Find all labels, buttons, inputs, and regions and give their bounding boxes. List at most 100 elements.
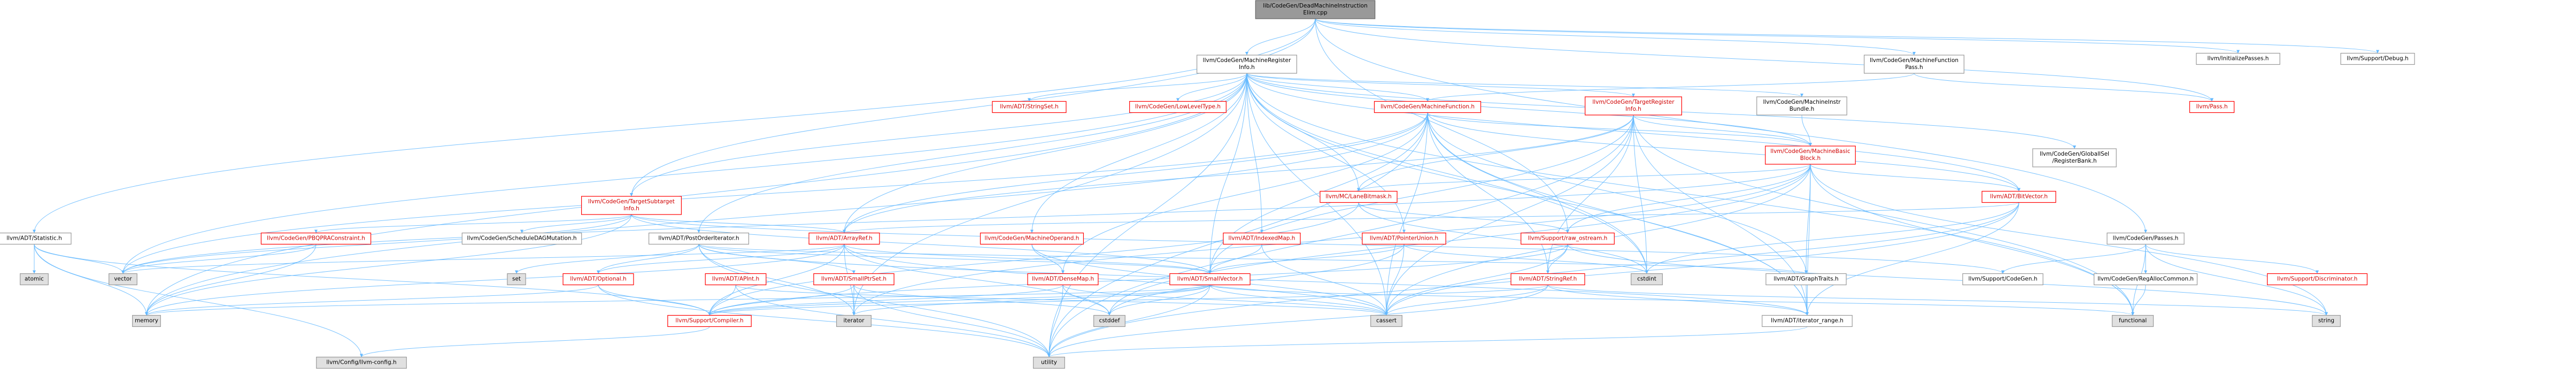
node-compiler[interactable]: llvm/Support/Compiler.h (667, 315, 752, 327)
node-llvmconfig[interactable]: llvm/Config/llvm-config.h (316, 356, 407, 369)
node-postorder[interactable]: llvm/ADT/PostOrderIterator.h (648, 232, 749, 245)
edge-tri-to-arrayref (844, 114, 1634, 233)
edge-postorder-to-optional (598, 244, 699, 274)
node-root[interactable]: lib/CodeGen/DeadMachineInstructionElim.c… (1255, 0, 1376, 19)
node-lowlevel[interactable]: llvm/CodeGen/LowLevelType.h (1129, 101, 1227, 113)
node-mo[interactable]: llvm/CodeGen/MachineOperand.h (980, 232, 1084, 245)
edge-arrowhead (520, 229, 523, 233)
edge-mib-to-mbb (1801, 114, 1811, 147)
node-label: Block.h (1800, 155, 1821, 162)
edge-arrowhead (1912, 52, 1916, 55)
node-smallptrset[interactable]: llvm/ADT/SmallPtrSet.h (813, 273, 894, 286)
node-statistic[interactable]: llvm/ADT/Statistic.h (0, 232, 72, 245)
node-arrayref[interactable]: llvm/ADT/ArrayRef.h (808, 232, 880, 245)
node-box (667, 315, 752, 327)
edge-mf-to-stringref (1427, 112, 1548, 274)
edge-root-to-tsi (631, 18, 1316, 197)
node-debug[interactable]: llvm/Support/Debug.h (2340, 52, 2415, 65)
node-cstddef[interactable]: cstddef (1093, 315, 1125, 327)
node-smallvector[interactable]: llvm/ADT/SmallVector.h (1169, 273, 1251, 286)
node-label: cstddef (1099, 318, 1120, 324)
node-atomic[interactable]: atomic (20, 273, 49, 286)
node-iterator[interactable]: iterator (836, 315, 871, 327)
node-label: memory (135, 318, 158, 324)
node-box (581, 196, 682, 215)
edge-arrowhead (314, 229, 318, 233)
node-set[interactable]: set (507, 273, 526, 286)
node-discriminator[interactable]: llvm/Support/Discriminator.h (2267, 273, 2368, 286)
node-box (109, 273, 137, 286)
node-box (2093, 273, 2198, 286)
node-bitvector[interactable]: llvm/ADT/BitVector.h (1981, 190, 2056, 203)
node-label: llvm/Config/llvm-config.h (326, 359, 396, 366)
node-label: llvm/Support/Discriminator.h (2277, 276, 2357, 282)
node-cgpasses[interactable]: llvm/CodeGen/Passes.h (2107, 232, 2185, 245)
edge-arrowhead (1804, 270, 1808, 274)
node-pointerunion[interactable]: llvm/ADT/PointerUnion.h (1362, 232, 1446, 245)
node-memory[interactable]: memory (132, 315, 161, 327)
node-iterrange[interactable]: llvm/ADT/iterator_range.h (1762, 315, 1853, 327)
node-utility[interactable]: utility (1033, 356, 1065, 369)
node-initp[interactable]: llvm/InitializePasses.h (2196, 52, 2280, 65)
node-stringset[interactable]: llvm/ADT/StringSet.h (992, 101, 1067, 113)
node-label: vector (114, 276, 132, 282)
node-label: llvm/CodeGen/Passes.h (2113, 235, 2179, 242)
node-vector[interactable]: vector (109, 273, 137, 286)
node-functional[interactable]: functional (2111, 315, 2154, 327)
node-box (316, 356, 407, 369)
edge-arrowhead (1047, 354, 1051, 357)
node-stringref[interactable]: llvm/ADT/StringRef.h (1510, 273, 1585, 286)
node-box (1762, 315, 1853, 327)
edge-cgpasses-to-discriminator (2145, 244, 2318, 274)
node-apint[interactable]: llvm/ADT/APInt.h (705, 273, 767, 286)
node-label: llvm/ADT/SmallPtrSet.h (821, 276, 886, 282)
node-regalloc[interactable]: llvm/CodeGen/RegAllocCommon.h (2093, 273, 2198, 286)
edge-root-to-rawostream (1315, 18, 1568, 233)
node-densemap[interactable]: llvm/ADT/DenseMap.h (1027, 273, 1099, 286)
edge-smallvector-to-memory (146, 285, 1210, 316)
node-cassert[interactable]: cassert (1370, 315, 1402, 327)
node-lanebitmask[interactable]: llvm/MC/LaneBitmask.h (1320, 190, 1398, 203)
node-label: Info.h (1239, 64, 1255, 71)
edge-mri-to-functional (1246, 73, 2133, 316)
node-sdag[interactable]: llvm/CodeGen/ScheduleDAGMutation.h (461, 232, 582, 245)
edge-mri-to-indexedmap (1246, 73, 1262, 233)
edge-tri-to-utility (1048, 114, 1634, 357)
edge-mbb-to-cstddef (1109, 164, 1811, 316)
node-rawostream[interactable]: llvm/Support/raw_ostream.h (1521, 232, 1615, 245)
edge-tsi-to-memory (146, 214, 632, 316)
node-label: llvm/Support/Debug.h (2347, 56, 2408, 62)
edge-optional-to-compiler (598, 285, 710, 316)
node-indexedmap[interactable]: llvm/ADT/IndexedMap.h (1223, 232, 1301, 245)
node-optional[interactable]: llvm/ADT/Optional.h (562, 273, 634, 286)
edge-stringref-to-compiler (709, 285, 1548, 316)
node-string[interactable]: string (2312, 315, 2341, 327)
node-pbqp[interactable]: llvm/CodeGen/PBQPRAConstraint.h (260, 232, 372, 245)
edge-smallvector-to-cassert (1209, 285, 1387, 316)
edge-arrowhead (1402, 229, 1406, 233)
edge-arrowhead (1245, 52, 1248, 55)
node-box (1320, 190, 1398, 203)
edge-root-to-mri (1246, 18, 1316, 56)
node-label: utility (1041, 359, 1057, 366)
edge-arrowhead (33, 229, 36, 233)
node-box (1521, 232, 1615, 245)
nodes-layer: lib/CodeGen/DeadMachineInstructionElim.c… (0, 0, 2415, 369)
node-globalisel[interactable]: llvm/CodeGen/GlobalISel/RegisterBank.h (2032, 148, 2117, 167)
node-codegenh[interactable]: llvm/Support/CodeGen.h (1962, 273, 2043, 286)
node-label: llvm/ADT/PostOrderIterator.h (658, 235, 739, 242)
node-graphtraits[interactable]: llvm/ADT/GraphTraits.h (1765, 273, 1847, 286)
node-pass[interactable]: llvm/Pass.h (2189, 101, 2235, 113)
node-cstdint[interactable]: cstdint (1631, 273, 1663, 286)
edge-optional-to-memory (146, 285, 599, 316)
node-label: lib/CodeGen/DeadMachineInstruction (1263, 3, 1368, 9)
edge-compiler-to-llvmconfig (361, 326, 710, 357)
node-mf[interactable]: llvm/CodeGen/MachineFunction.h (1374, 101, 1482, 113)
edge-arrowhead (1806, 312, 1809, 316)
